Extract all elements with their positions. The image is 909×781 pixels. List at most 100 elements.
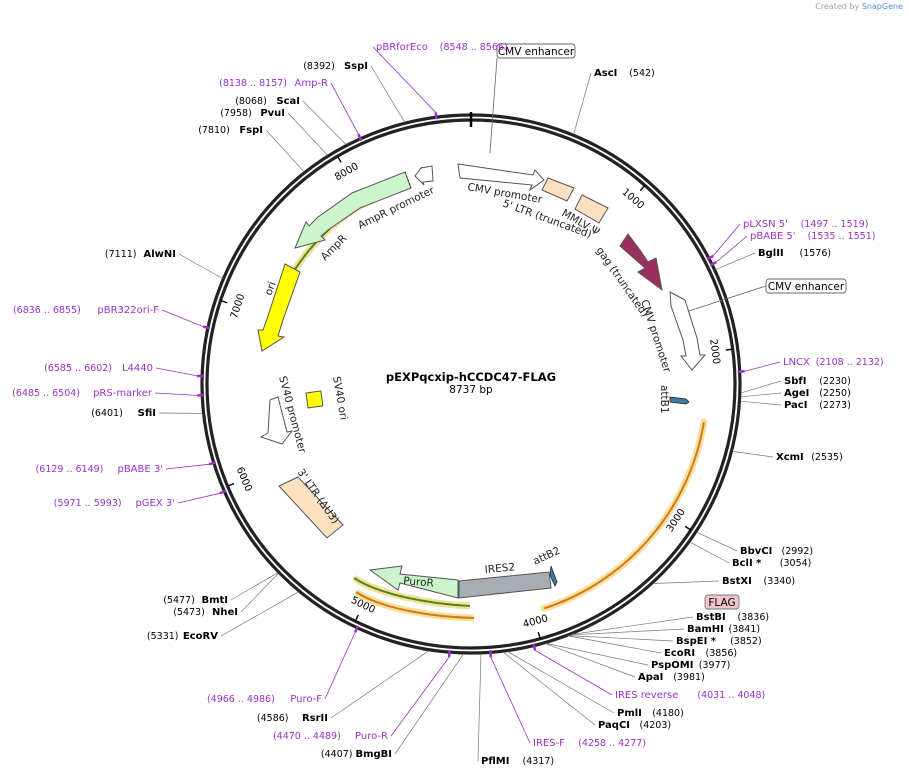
tick-mark <box>336 155 342 163</box>
site-position: (4407) <box>321 749 353 760</box>
site-leader-line <box>507 651 615 714</box>
restriction-site: BspEI *(3852) <box>568 635 762 647</box>
restriction-site: BstXI(3340) <box>652 576 795 587</box>
site-leader-line <box>732 451 774 458</box>
feature-label-ori: ori <box>263 280 279 297</box>
restriction-site: PacI(2273) <box>740 400 851 411</box>
restriction-site: NheI(5473) <box>173 572 279 618</box>
site-position: (7111) <box>105 249 137 260</box>
restriction-site: BglII(1576) <box>715 248 831 270</box>
restriction-site: AlwNI (7111) <box>105 249 223 279</box>
site-position: (6401) <box>91 408 123 419</box>
boxed-label-text: FLAG <box>708 597 735 609</box>
orf-main-arc <box>543 421 705 610</box>
site-name: BmtI <box>201 595 228 606</box>
primer-mark <box>709 260 717 267</box>
site-name: BamHI <box>687 624 724 635</box>
site-name: BclI * <box>732 558 762 569</box>
primer-mark <box>208 461 217 466</box>
boxed-label-flag: FLAG <box>704 594 740 610</box>
restriction-site: BamHI(3841) <box>570 624 760 636</box>
restriction-site: PmlI(4180) <box>507 651 684 719</box>
restriction-site: EcoRI(3856) <box>568 635 738 659</box>
sv40-promoter-arrow <box>259 396 294 445</box>
primer-site: Amp-R(8138 .. 8157) <box>219 78 363 142</box>
cmv-promoter-arrow <box>457 163 545 192</box>
feature-label-sv40-ori: SV40 ori <box>330 375 349 421</box>
primer-range: (6585 .. 6602) <box>44 363 112 374</box>
site-leader-line <box>689 541 730 564</box>
restriction-site: BmtI(5477) <box>163 572 278 606</box>
primer-leader-line <box>372 46 436 113</box>
orf-puror-arc <box>353 577 471 607</box>
site-name: BmgBI <box>355 749 392 760</box>
site-name: AscI <box>594 68 617 79</box>
site-leader-line <box>652 580 720 584</box>
plasmid-length: 8737 bp <box>449 384 493 396</box>
site-name: AlwNI <box>144 249 177 260</box>
puror-arrow <box>368 565 459 599</box>
ires2-box <box>458 571 552 599</box>
site-position: (4317) <box>523 756 555 767</box>
primer-site: IRES reverse (4031 .. 4048) <box>532 643 765 701</box>
restriction-site: AscI (542) <box>573 68 655 135</box>
site-position: (4203) <box>640 720 672 731</box>
site-position: (4180) <box>652 708 684 719</box>
site-leader-line <box>570 628 685 636</box>
site-position: (5473) <box>173 607 205 618</box>
orf-puror-2-arc <box>355 591 475 619</box>
primer-range: (5971 .. 5993) <box>54 498 122 509</box>
site-leader-line <box>178 253 223 279</box>
site-leader-line <box>545 643 649 666</box>
tick-mark <box>684 525 692 531</box>
tick-label: 4000 <box>522 613 549 630</box>
primer-site: LNCX(2108 .. 2132) <box>737 357 884 373</box>
snapgene-watermark: Created by SnapGene <box>815 2 903 11</box>
site-position: (3054) <box>780 558 812 569</box>
attb2-arrow <box>549 565 558 587</box>
site-position: (3856) <box>706 648 738 659</box>
site-name: PspOMI <box>651 660 693 671</box>
site-leader-line <box>240 572 279 613</box>
site-leader-line <box>302 100 347 145</box>
site-position: (8392) <box>303 61 335 72</box>
tick-mark <box>725 348 733 351</box>
primer-mark <box>219 489 227 495</box>
primer-site: IRES-F(4258 .. 4277) <box>489 650 646 749</box>
site-position: (3981) <box>673 672 705 683</box>
boxed-label-cmv-enhancer-2: CMV enhancer <box>688 278 847 312</box>
site-leader-line <box>394 653 464 755</box>
primer-range: (8548 .. 8566) <box>440 42 508 53</box>
boxed-label-cmv-enhancer-1: CMV enhancer <box>489 43 576 154</box>
primer-leader-line <box>177 492 220 504</box>
site-name: EcoRV <box>183 631 218 642</box>
site-leader-line <box>740 380 782 394</box>
site-name: PaqCI <box>598 720 630 731</box>
site-position: (542) <box>629 68 655 79</box>
primer-name: IRES-F <box>533 738 565 749</box>
tick-mark <box>354 614 359 622</box>
site-leader-line <box>571 616 694 635</box>
site-name: SfiI <box>138 408 156 419</box>
tick-mark <box>537 631 541 639</box>
tick-mark <box>220 299 228 304</box>
site-name: XcmI <box>776 452 804 463</box>
site-position: (4586) <box>257 713 289 724</box>
primer-mark <box>434 112 438 120</box>
site-leader-line <box>545 643 636 678</box>
site-leader-line <box>740 392 782 398</box>
primer-site: pBR322ori-F(6836 .. 6855) <box>13 305 211 330</box>
tick-label: 2000 <box>707 338 721 365</box>
sv40-ori-box <box>305 390 324 409</box>
primer-leader-line <box>744 361 781 372</box>
primer-site: pLXSN 5'(1497 .. 1519) <box>706 219 868 261</box>
primer-mark <box>706 254 714 261</box>
primer-range: (4966 .. 4986) <box>207 694 275 705</box>
restriction-site: SbfI(2230) <box>740 376 851 394</box>
site-name: FspI <box>239 125 263 136</box>
primer-mark <box>532 643 537 651</box>
primer-leader-line <box>154 392 198 396</box>
primer-range: (4031 .. 4048) <box>697 690 765 701</box>
primer-name: IRES reverse <box>615 690 678 701</box>
site-position: (5331) <box>147 631 179 642</box>
